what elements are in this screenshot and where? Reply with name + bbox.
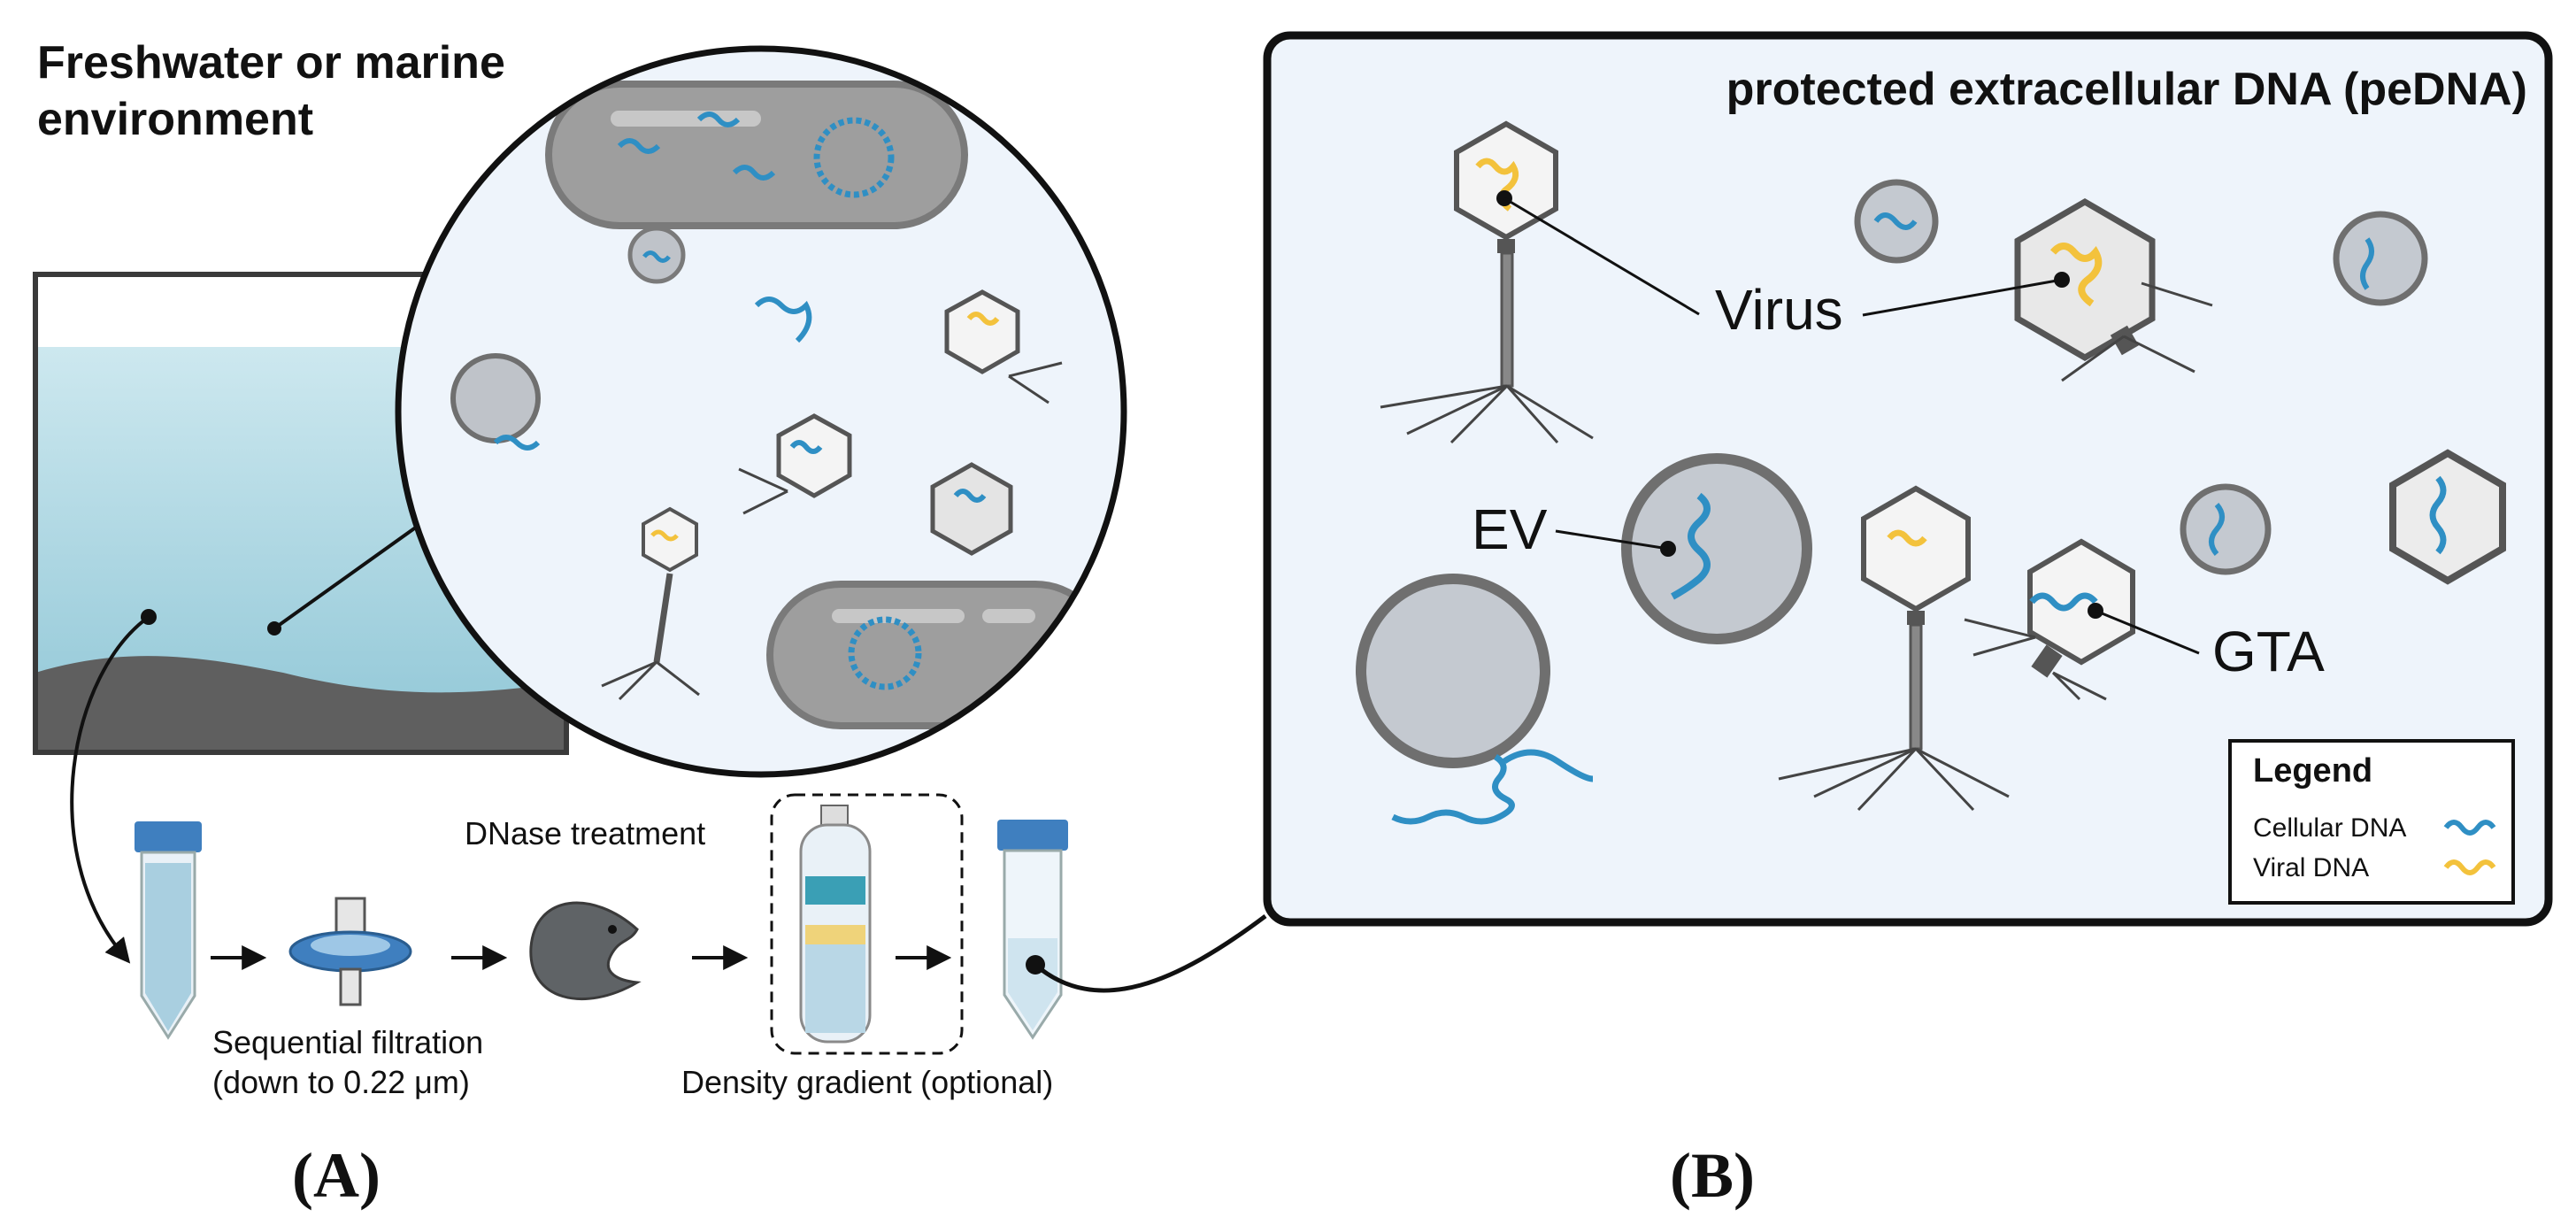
label-gta: GTA xyxy=(2212,620,2325,683)
panel-b-frame xyxy=(1263,31,2553,927)
legend-title: Legend xyxy=(2253,752,2372,790)
extracellular-vesicle xyxy=(2180,483,2272,575)
label-virus: Virus xyxy=(1715,278,1843,342)
label-filtration-line2: (down to 0.22 μm) xyxy=(212,1064,470,1100)
panel-label-a: (A) xyxy=(292,1140,381,1211)
legend-label-cellular-dna: Cellular DNA xyxy=(2253,813,2406,843)
density-gradient xyxy=(770,793,964,1055)
dnase-enzyme xyxy=(529,901,642,1001)
legend: Legend Cellular DNA Viral DNA xyxy=(2228,739,2515,905)
ev-callout-line xyxy=(1555,529,1669,551)
gta-callout-line xyxy=(2095,609,2200,655)
virus xyxy=(2389,449,2506,585)
virus-callout-line xyxy=(1503,196,1700,316)
virus xyxy=(738,413,852,515)
extracellular-vesicle xyxy=(627,226,686,284)
bacterium-cell xyxy=(545,81,968,229)
virus xyxy=(1778,485,2010,812)
label-density-gradient: Density gradient (optional) xyxy=(681,1064,1053,1100)
free-dna xyxy=(754,297,812,343)
sampling-arrow xyxy=(70,615,150,964)
virus-callout-line xyxy=(1862,278,2063,317)
virus xyxy=(1380,120,1594,444)
virus xyxy=(930,462,1013,556)
extracellular-vesicle xyxy=(2333,211,2428,306)
connector-point xyxy=(1026,955,1045,975)
extracellular-vesicle-ev xyxy=(1621,453,1812,644)
panel-label-b: (B) xyxy=(1670,1140,1755,1211)
sample-tube xyxy=(997,820,1068,1040)
label-ev: EV xyxy=(1472,497,1548,561)
syringe-filter xyxy=(288,897,412,1006)
extracellular-vesicle xyxy=(1854,179,1939,264)
sample-tube xyxy=(135,821,202,1040)
panel-a: Freshwater or marine environment xyxy=(33,37,1267,1211)
extracellular-vesicle xyxy=(1356,574,1594,825)
panel-b-title: protected extracellular DNA (peDNA) xyxy=(1726,64,2527,115)
zoom-circle xyxy=(395,45,1127,778)
label-filtration-line1: Sequential filtration xyxy=(212,1024,483,1060)
virus xyxy=(2014,197,2213,382)
extracellular-vesicle xyxy=(450,353,541,451)
panel-connector xyxy=(1034,913,1267,993)
legend-swatch-cellular-dna xyxy=(2443,820,2496,836)
zoom-point xyxy=(267,621,281,636)
bacterium-cell xyxy=(766,581,1110,729)
panel-b: protected extracellular DNA (peDNA) xyxy=(1263,31,2553,1211)
panel-a-title-line1: Freshwater or marine xyxy=(37,37,505,89)
legend-swatch-viral-dna xyxy=(2443,859,2496,875)
gene-transfer-agent xyxy=(1964,538,2135,701)
virus xyxy=(601,506,700,701)
legend-label-viral-dna: Viral DNA xyxy=(2253,853,2369,882)
panel-a-title-line2: environment xyxy=(37,94,313,145)
label-dnase-treatment: DNase treatment xyxy=(465,815,705,851)
virus xyxy=(944,289,1063,404)
